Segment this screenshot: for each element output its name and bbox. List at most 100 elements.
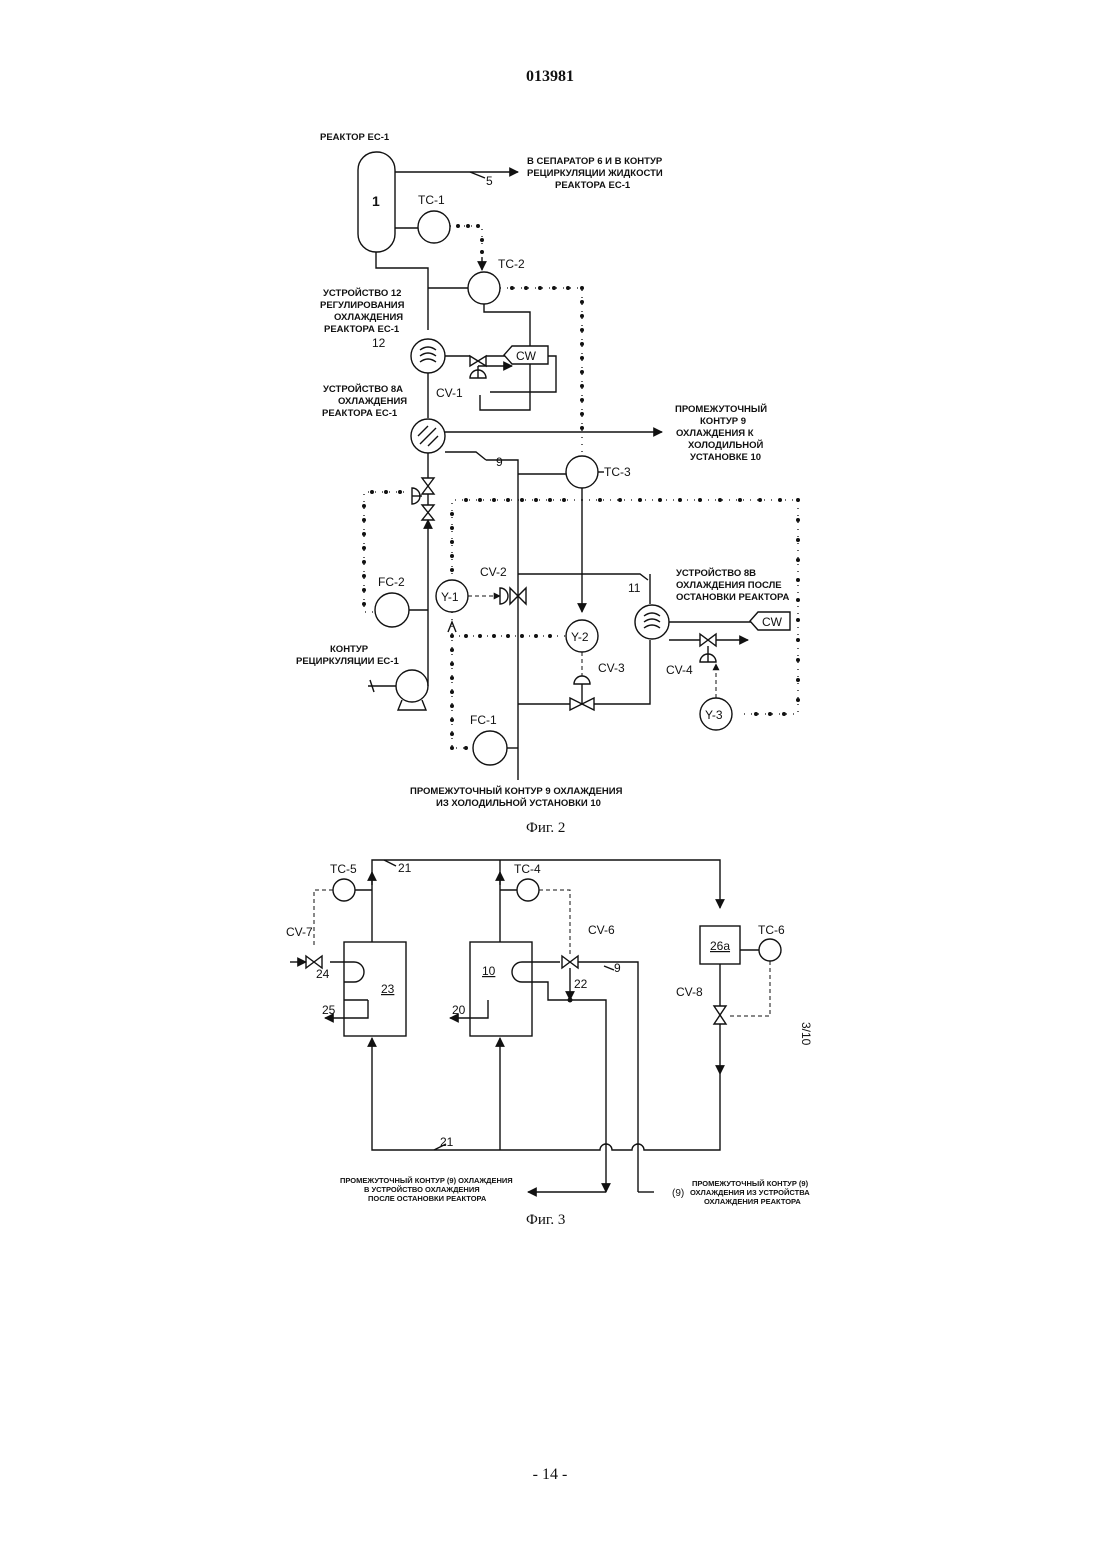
tc-1-label: TC-1: [418, 193, 445, 207]
signal-tc4-cv6: [539, 890, 570, 954]
signal-dot: [480, 250, 484, 254]
to-chiller-label-line: ПРОМЕЖУТОЧНЫЙ: [675, 403, 767, 415]
device-12-label-line: ОХЛАЖДЕНИЯ: [334, 312, 403, 323]
signal-tc1-tc2: [450, 226, 482, 268]
junction-22: [568, 998, 573, 1003]
fc-2-instrument: [375, 593, 409, 627]
device-8a-label: УСТРОЙСТВО 8А ОХЛАЖДЕНИЯ РЕАКТОРА ЕС-1: [322, 383, 407, 419]
signal-dot: [480, 238, 484, 242]
unit-10: [470, 942, 532, 1036]
from-chiller-label-line: ИЗ ХОЛОДИЛЬНОЙ УСТАНОВКИ 10: [436, 797, 601, 809]
signal-dot: [476, 224, 480, 228]
figure-2: РЕАКТОР ЕС-1 1 5 В СЕПАРАТОР 6 И В КОНТУ…: [296, 132, 800, 836]
tc-4-instrument: [517, 879, 539, 901]
signal-dots-tc3: [450, 498, 800, 716]
recirc-pump: [396, 670, 428, 702]
cv-8-valve: [714, 1006, 726, 1024]
fig-3-caption: Фиг. 3: [526, 1212, 565, 1228]
unit-23: [344, 942, 406, 1036]
pipe-line-11: [518, 574, 648, 580]
device-8a-label-line: РЕАКТОРА ЕС-1: [322, 408, 398, 419]
signal-tc5-cv7: [314, 890, 333, 948]
cv-1-valve: [470, 356, 486, 366]
recirc-label-line: КОНТУР: [330, 644, 369, 655]
unit-10-label: 10: [482, 964, 496, 978]
page-number: - 14 -: [0, 1466, 1100, 1484]
y-3-label: Y-3: [705, 708, 723, 722]
fig-2-caption: Фиг. 2: [526, 820, 565, 836]
cv-8-label: CV-8: [676, 985, 703, 999]
recirc-label: КОНТУР РЕЦИРКУЛЯЦИИ ЕС-1: [296, 644, 399, 667]
y-1-label: Y-1: [441, 590, 459, 604]
cv-6-label: CV-6: [588, 923, 615, 937]
signal-dot: [466, 224, 470, 228]
signal-tc2-tc3: [500, 288, 582, 456]
cv3-actuator: [574, 676, 590, 684]
unit-23-label: 23: [381, 982, 395, 996]
in-right-tag: (9): [672, 1188, 684, 1199]
y-2-label: Y-2: [571, 630, 589, 644]
from-chiller-label: ПРОМЕЖУТОЧНЫЙ КОНТУР 9 ОХЛАЖДЕНИЯ ИЗ ХОЛ…: [410, 785, 623, 809]
fc-1-label: FC-1: [470, 713, 497, 727]
separator-label: В СЕПАРАТОР 6 И В КОНТУР РЕЦИРКУЛЯЦИИ ЖИ…: [527, 156, 663, 191]
figure-3: 21 TC-5 23 CV-7 24 25 TC-4 10 20 CV-6: [286, 860, 813, 1228]
tc-2-instrument: [468, 272, 500, 304]
signal-tc3-y1: [452, 500, 582, 580]
to-chiller-label-line: ОХЛАЖДЕНИЯ К: [676, 428, 754, 439]
cooler-8b: [635, 605, 669, 639]
device-12-label-line: УСТРОЙСТВО 12: [323, 287, 401, 299]
separator-label-line: РЕЦИРКУЛЯЦИИ ЖИДКОСТИ: [527, 168, 663, 179]
out-left-label-line: ПОСЛЕ ОСТАНОВКИ РЕАКТОРА: [368, 1194, 487, 1203]
signal-y1-fc1: [452, 612, 470, 748]
device-8b-label-line: УСТРОЙСТВО 8В: [676, 567, 756, 579]
line-11-label: 11: [628, 581, 641, 595]
in-right-label-line: ОХЛАЖДЕНИЯ РЕАКТОРА: [704, 1197, 801, 1206]
tc-6-instrument: [759, 939, 781, 961]
device-8a-label-line: ОХЛАЖДЕНИЯ: [338, 396, 407, 407]
fc2-valve: [422, 478, 434, 494]
line-9-label: 9: [496, 455, 503, 469]
line-21-top-label: 21: [398, 861, 412, 875]
reactor-title: РЕАКТОР ЕС-1: [320, 132, 390, 143]
in-right-label-line: ОХЛАЖДЕНИЯ ИЗ УСТРОЙСТВА: [690, 1188, 810, 1197]
pipe-21-top: [372, 860, 720, 942]
line-21-bottom-label: 21: [440, 1135, 454, 1149]
device-8b-label-line: ОСТАНОВКИ РЕАКТОРА: [676, 592, 789, 603]
in-right-label-line: ПРОМЕЖУТОЧНЫЙ КОНТУР (9): [692, 1179, 809, 1188]
tc-5-label: TC-5: [330, 862, 357, 876]
device-8b-label: УСТРОЙСТВО 8В ОХЛАЖДЕНИЯ ПОСЛЕ ОСТАНОВКИ…: [676, 567, 789, 603]
signal-tc3-y3: [582, 500, 798, 714]
tc-1-instrument: [418, 211, 450, 243]
cv2-actuator: [500, 588, 508, 604]
device-12-label-line: РЕГУЛИРОВАНИЯ: [320, 300, 405, 311]
out-left-label: ПРОМЕЖУТОЧНЫЙ КОНТУР (9) ОХЛАЖДЕНИЯ В УС…: [340, 1176, 513, 1203]
num-25-label: 25: [322, 1003, 336, 1017]
cw-2-label: CW: [762, 615, 783, 629]
num-20-label: 20: [452, 1003, 466, 1017]
to-chiller-label: ПРОМЕЖУТОЧНЫЙ КОНТУР 9 ОХЛАЖДЕНИЯ К ХОЛО…: [675, 403, 767, 463]
num-24-label: 24: [316, 967, 330, 981]
cooler-12: [411, 339, 445, 373]
cv-6-valve: [562, 956, 578, 968]
fc-2-label: FC-2: [378, 575, 405, 589]
side-mark: 3/10: [799, 1022, 813, 1046]
out-left-label-line: ПРОМЕЖУТОЧНЫЙ КОНТУР (9) ОХЛАЖДЕНИЯ: [340, 1176, 513, 1185]
tc-4-label: TC-4: [514, 862, 541, 876]
tc-3-label: TC-3: [604, 465, 631, 479]
recirc-label-line: РЕЦИРКУЛЯЦИИ ЕС-1: [296, 656, 399, 667]
line-9-leader: [604, 966, 614, 970]
reactor-number: 1: [372, 193, 380, 209]
cv-7-label: CV-7: [286, 925, 313, 939]
pipe-9-in: [578, 962, 638, 1192]
fc-1-instrument: [473, 731, 507, 765]
tc-5-instrument: [333, 879, 355, 901]
signal-tc6-cv8: [730, 961, 770, 1016]
device-12-label: УСТРОЙСТВО 12 РЕГУЛИРОВАНИЯ ОХЛАЖДЕНИЯ Р…: [320, 287, 405, 335]
separator-label-line: РЕАКТОРА ЕС-1: [555, 180, 631, 191]
tc-6-label: TC-6: [758, 923, 785, 937]
tc-3-instrument: [566, 456, 598, 488]
num-9-label: 9: [614, 961, 621, 975]
cv-1-label: CV-1: [436, 386, 463, 400]
line-21-leader: [384, 860, 396, 866]
device-8b-label-line: ОХЛАЖДЕНИЯ ПОСЛЕ: [676, 580, 782, 591]
